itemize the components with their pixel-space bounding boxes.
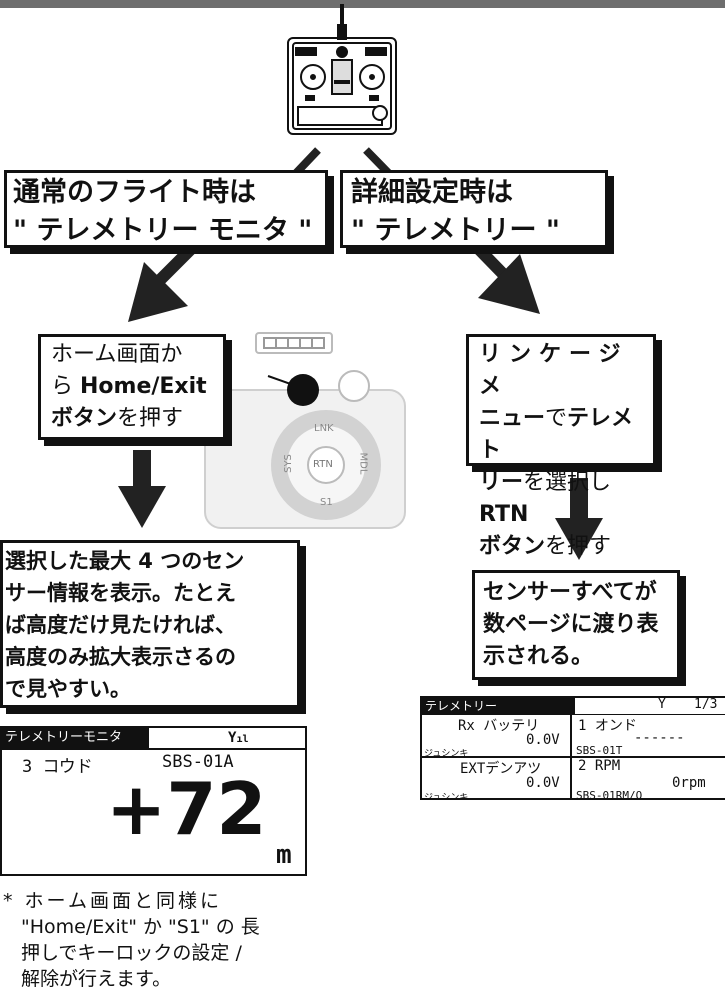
dial-label-rtn[interactable]: RTN [313,459,333,470]
footnote-line2: "Home/Exit" か "S1" の 長 [21,916,260,938]
left-title-line2: " テレメトリー モニタ " [13,215,313,246]
telemetry-page: 1/3 [694,697,718,712]
linkage-box-line4: ボタンを押す [479,534,612,559]
telemetry-vline [570,714,572,798]
linkage-box: リンケージメ ニューでテレメト リーを選択し RTN ボタンを押す [466,334,656,559]
left-title-box: 通常のフライト時は " テレメトリー モニタ " [4,170,328,248]
monitor-unit: m [276,840,292,870]
arrow-right-down [465,235,540,314]
monitor-header: テレメトリーモニタ [2,728,149,748]
info-box: 選択した最大 4 つのセン サー情報を表示。たとえ ば高度だけ見たければ、 高度… [0,540,300,708]
home-box-line3: ボタンを押す [51,406,184,431]
dial-label-mdl: MDL [357,452,369,475]
telemetry-header: テレメトリー [422,698,575,714]
monitor-sensor-name: SBS-01A [162,752,234,772]
transmitter-icon [287,4,397,135]
home-box-line2: ら Home/Exit [51,374,207,399]
button-panel [204,332,406,529]
antenna-signal-icon: Yıl [228,730,249,746]
telemetry-cell-1-label: Rx バッテリ [458,718,540,734]
monitor-header-rule [2,748,305,750]
telemetry-hline-2 [422,756,725,758]
home-box-line1: ホーム画面か [51,342,183,367]
telemetry-cell-2-label: 1 オンド [578,718,637,734]
info-box-line3: ば高度だけ見たければ、 [5,613,236,637]
linkage-box-line1: リンケージメ [479,342,629,399]
left-title-line1: 通常のフライト時は [13,177,256,208]
sensor-box: センサーすべてが 数ページに渡り表 示される。 [472,570,680,680]
monitor-screen: テレメトリーモニタ Yıl 3 コウド SBS-01A +72 m [0,726,307,876]
linkage-box-line3: リーを選択し RTN [479,470,612,527]
arrow-down-right [555,478,603,560]
telemetry-cell-4-value: 0rpm [672,775,706,791]
sensor-box-line2: 数ページに渡り表 [483,612,659,637]
dial-label-s1: S1 [320,497,333,508]
telemetry-cell-2-value: ------ [634,730,685,746]
top-bar [0,0,725,8]
arrow-down-left [118,450,166,528]
telemetry-cell-3-label: EXTデンアツ [460,761,542,777]
telemetry-screen: テレメトリー Y 1/3 Rx バッテリ 0.0V ジュシンキ 1 オンド --… [420,696,725,800]
footnote-line1: * ホーム画面と同様に [3,890,222,912]
info-box-line4: 高度のみ拡大表示さるの [5,645,236,669]
dial-label-sys: SYS [282,454,294,473]
info-box-line1: 選択した最大 4 つのセン [5,549,245,573]
telemetry-hline-1 [422,714,725,715]
telemetry-cell-3-sub: ジュシンキ [424,793,469,800]
info-box-line5: で見やすい。 [5,677,131,701]
arrow-left-down [128,235,205,322]
linkage-box-line2: ニューでテレメト [479,406,634,463]
home-box: ホーム画面か ら Home/Exit ボタンを押す [38,334,226,440]
telemetry-antenna-icon: Y [658,697,666,712]
footnote: * ホーム画面と同様に "Home/Exit" か "S1" の 長 押しでキー… [3,888,315,992]
telemetry-cell-3-value: 0.0V [526,775,560,791]
telemetry-cell-4-sub: SBS-01RM/O [576,789,643,800]
footnote-line4: 解除が行えます。 [21,968,172,990]
right-title-box: 詳細設定時は " テレメトリー " [340,170,608,248]
right-title-line1: 詳細設定時は [351,177,513,208]
monitor-value: +72 [106,767,267,851]
sensor-box-line3: 示される。 [483,644,594,669]
telemetry-cell-2-sub: SBS-01T [576,744,623,757]
home-exit-button[interactable] [287,374,319,406]
telemetry-cell-1-sub: ジュシンキ [424,749,469,759]
dial-label-lnk: LNK [314,423,334,434]
telemetry-cell-4-label: 2 RPM [578,758,621,774]
sensor-box-line1: センサーすべてが [483,580,657,605]
telemetry-cell-1-value: 0.0V [526,732,560,748]
monitor-sensor-label: 3 コウド [22,757,93,777]
footnote-line3: 押しでキーロックの設定 / [21,942,242,964]
info-box-line2: サー情報を表示。たとえ [5,581,236,605]
right-title-line2: " テレメトリー " [351,215,560,246]
